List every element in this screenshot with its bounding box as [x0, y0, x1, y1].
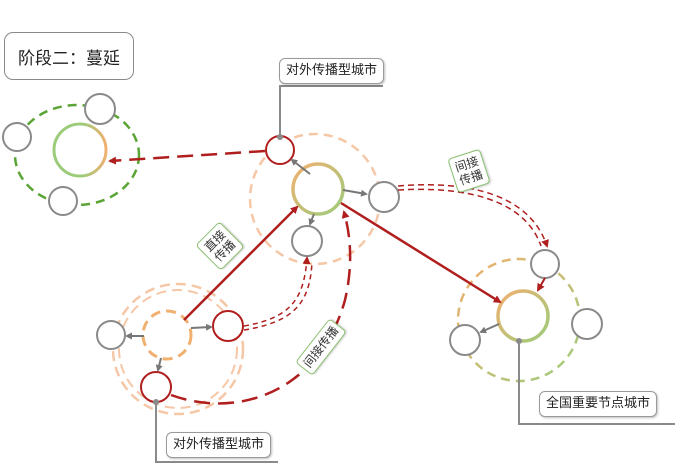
lower-left-ring-outer: [111, 282, 245, 416]
callout-line-top: [279, 85, 383, 137]
center-cluster-node-bottom: [291, 225, 323, 257]
callout-lines: [153, 85, 675, 463]
center-cluster-red-node: [265, 135, 295, 165]
lower-left-cluster: [96, 282, 245, 416]
callout-line-right: [518, 341, 675, 425]
right-cluster-node-left: [449, 324, 481, 356]
arrow-indirect-top-a: [397, 184, 549, 248]
stage-title: 阶段二：蔓延: [4, 32, 134, 80]
node-city-label: 全国重要节点城市: [539, 391, 658, 417]
lower-left-red-node-bottom: [140, 371, 172, 403]
lower-left-red-node-right: [212, 310, 244, 342]
arrow-to-node-city: [340, 201, 502, 304]
right-cluster-main-node: [496, 289, 550, 343]
center-cluster: [248, 132, 400, 266]
outward-city-label-bottom: 对外传播型城市: [166, 432, 272, 458]
left-cluster-center-node: [52, 122, 108, 178]
arrow-direct-spread: [183, 205, 299, 321]
lower-left-node-left: [96, 320, 126, 350]
right-cluster: [449, 249, 603, 383]
lower-left-center-node: [141, 309, 193, 361]
left-cluster-node-bottom: [48, 186, 78, 216]
arrow-indirect-long: [170, 210, 352, 405]
center-cluster-node-right: [368, 181, 400, 213]
left-cluster-node-top: [84, 93, 116, 125]
left-cluster: [2, 93, 141, 216]
right-cluster-node-top: [530, 249, 560, 279]
outward-city-label-top: 对外传播型城市: [279, 58, 385, 84]
left-cluster-node-left: [2, 122, 32, 152]
center-cluster-main-node: [291, 162, 345, 216]
left-cluster-dashed-ring: [13, 103, 141, 207]
callout-line-bottom: [155, 402, 278, 463]
arrow-indirect-mid-a: [243, 256, 311, 327]
right-cluster-node-right: [571, 308, 603, 340]
transmission-arrows: [108, 149, 549, 405]
lower-left-ring-inner: [118, 289, 238, 409]
arrow-to-left-cluster: [108, 149, 266, 165]
